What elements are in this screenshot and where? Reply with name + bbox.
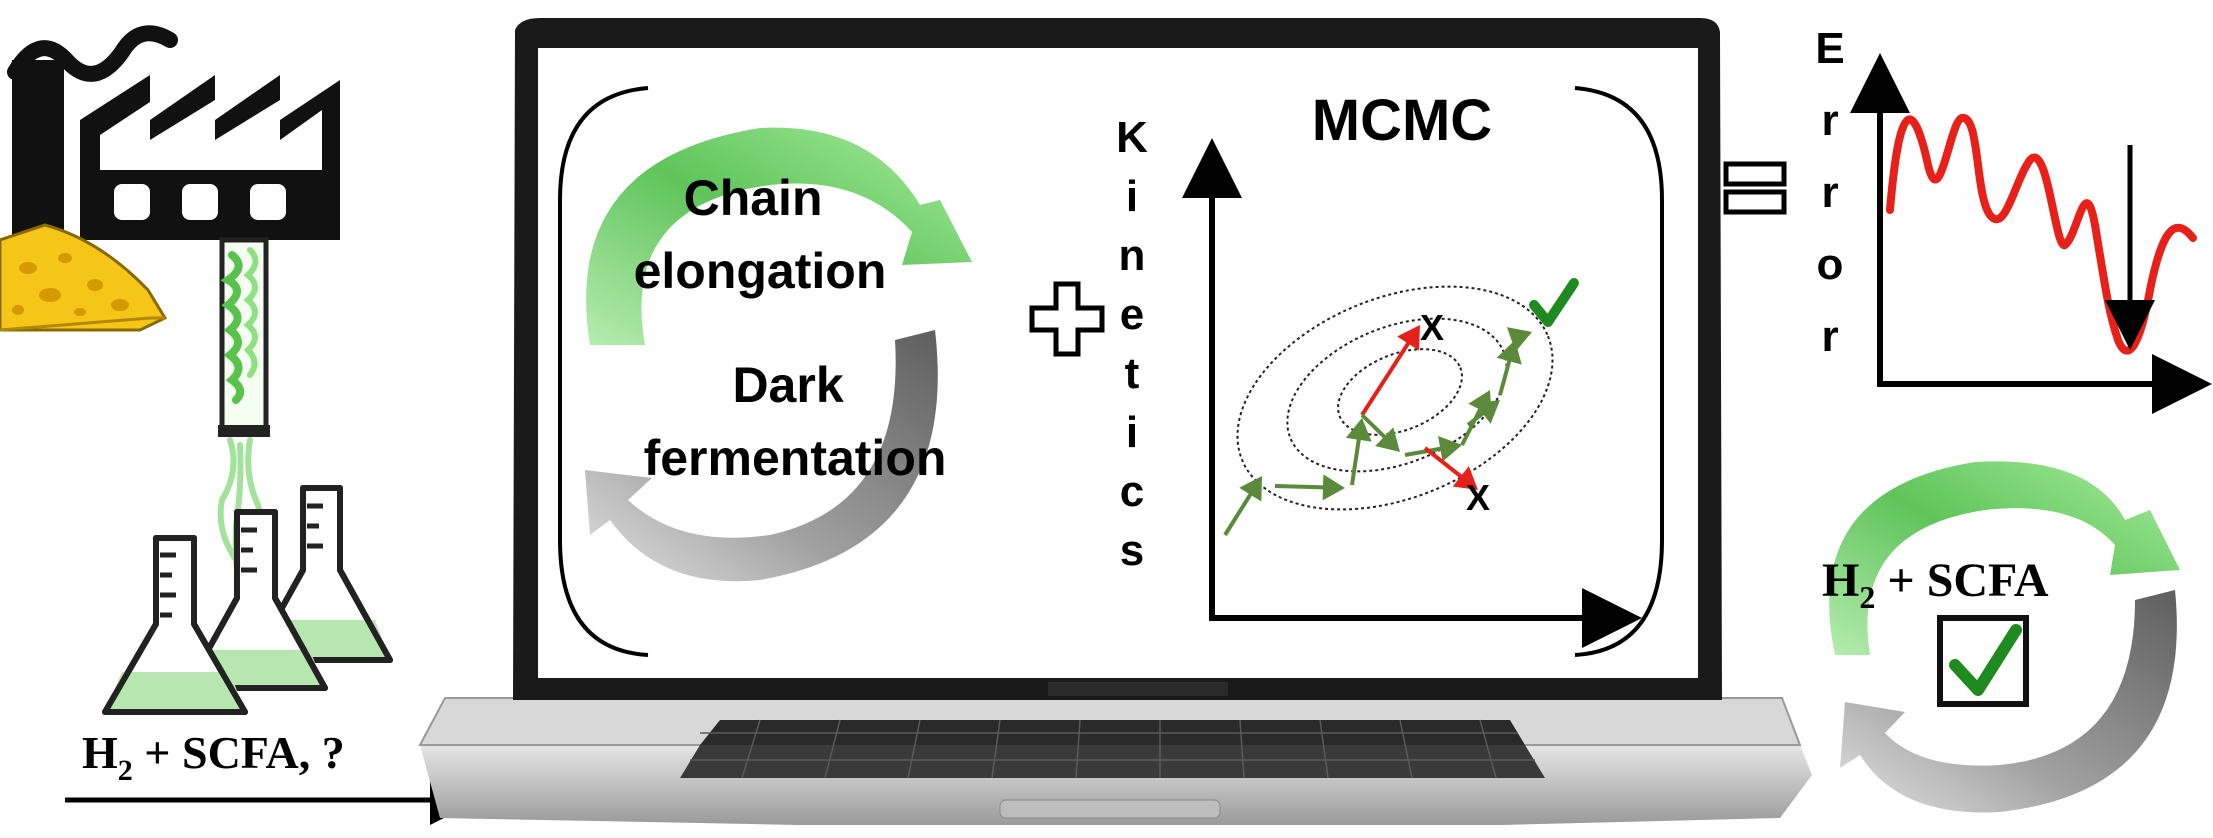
kinetics-letter: K xyxy=(1116,113,1148,162)
output-cycle xyxy=(1829,461,2180,813)
walk-step-arrowhead xyxy=(1506,327,1532,352)
accepted-check-icon xyxy=(1529,278,1579,327)
metabolic-cycle xyxy=(585,127,972,582)
error-curve xyxy=(1886,114,2197,355)
walk-reject-step-line xyxy=(1360,337,1414,417)
left-bracket xyxy=(558,86,649,657)
laptop xyxy=(418,18,1812,825)
walk-step-arrowhead xyxy=(1239,476,1262,502)
dark-fermentation-label: Dark fermentation xyxy=(644,357,947,486)
walk-reject-step-arrowhead xyxy=(1397,325,1420,351)
error-letter: r xyxy=(1821,96,1838,145)
error-plot xyxy=(1850,53,2212,414)
equals-icon xyxy=(1723,161,1787,215)
chain-elongation-label: Chain elongation xyxy=(634,170,887,299)
success-check-icon xyxy=(1937,615,2029,707)
walk-step-line xyxy=(1498,354,1513,396)
rejected-marker-lower: X xyxy=(1466,477,1490,518)
mcmc-title: MCMC xyxy=(1312,88,1492,153)
kinetics-letter: c xyxy=(1120,467,1144,516)
mcmc-random-walk xyxy=(1223,325,1532,537)
kinetics-letter: t xyxy=(1125,349,1140,398)
flasks-icon xyxy=(102,485,393,715)
walk-step-line xyxy=(1223,488,1256,537)
kinetics-letter: e xyxy=(1120,290,1144,339)
walk-step-line xyxy=(1350,433,1362,486)
walk-reject-step-line xyxy=(1423,446,1467,482)
feed-tube-icon xyxy=(217,237,270,613)
walk-step-arrowhead xyxy=(1322,474,1345,501)
walk-step-line xyxy=(1360,413,1390,443)
walk-step-line xyxy=(1274,484,1330,490)
walk-reject-step-arrowhead xyxy=(1452,466,1478,490)
input-products-label: H2 + SCFA, ? xyxy=(82,727,345,787)
error-letter: r xyxy=(1821,168,1838,217)
kinetics-letter: n xyxy=(1119,231,1146,280)
kinetics-letter: i xyxy=(1126,172,1138,221)
walk-step-arrowhead xyxy=(1438,435,1462,462)
mcmc-plot: X X xyxy=(1182,138,1642,648)
walk-step-line xyxy=(1404,445,1447,457)
cheese-icon xyxy=(0,223,168,332)
error-letter: o xyxy=(1817,240,1844,289)
output-products-label: H2 + SCFA xyxy=(1822,554,2049,615)
walk-step-arrowhead xyxy=(1375,427,1400,452)
error-letter: r xyxy=(1821,312,1838,361)
walk-step-arrowhead xyxy=(1345,418,1372,442)
error-letter: E xyxy=(1815,24,1844,73)
factory-icon xyxy=(7,25,340,260)
kinetics-letter: i xyxy=(1126,408,1138,457)
plus-icon xyxy=(1029,281,1105,357)
walk-step-arrowhead xyxy=(1474,400,1500,424)
rejected-marker-upper: X xyxy=(1420,307,1444,348)
walk-step-line xyxy=(1460,403,1485,446)
kinetics-letter: s xyxy=(1120,526,1144,575)
